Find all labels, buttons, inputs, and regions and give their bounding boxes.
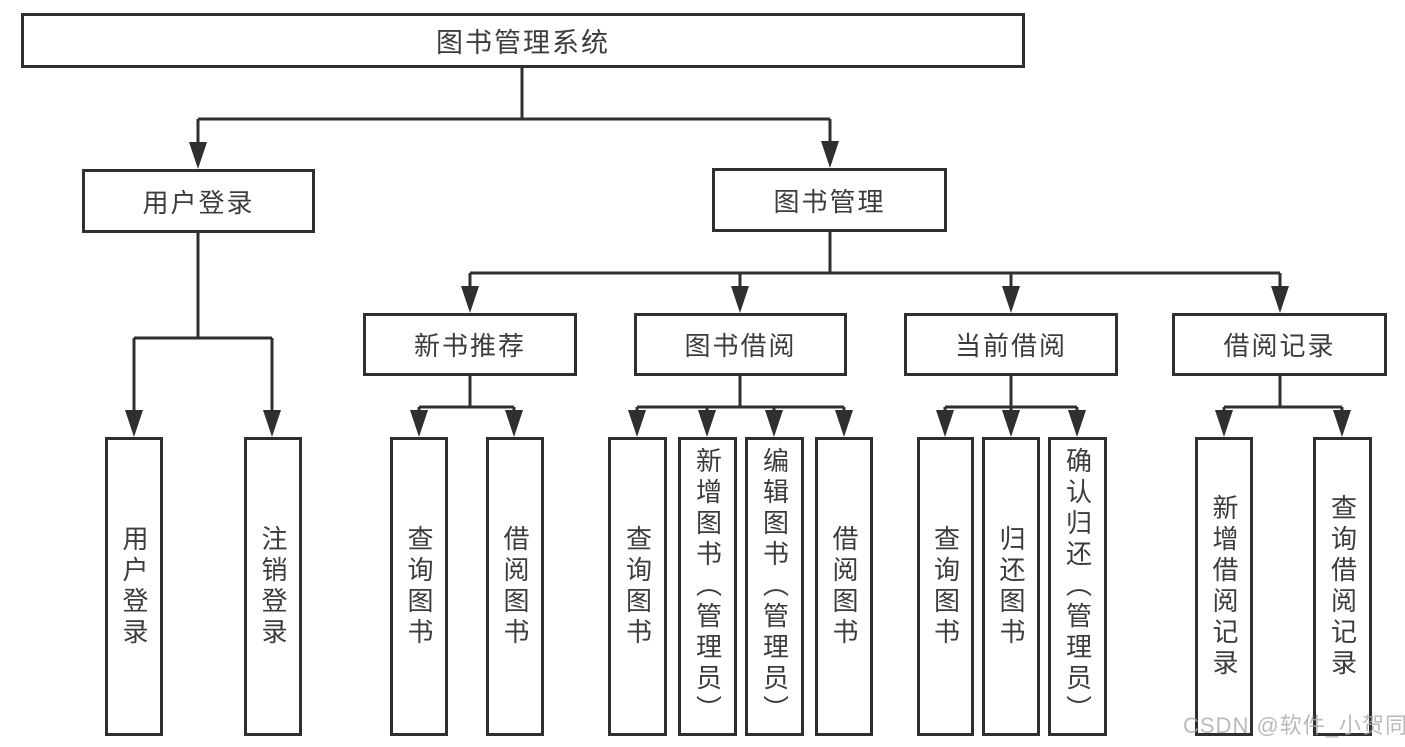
watermark: CSDN @软件_小贺同学 [1183, 713, 1405, 738]
leaf-query-books-borrowing: 查询图书 [608, 437, 667, 736]
leaf-label: 归还图书 [996, 524, 1026, 649]
leaf-label: 查询图书 [404, 524, 434, 649]
leaf-confirm-return-admin: 确认归还（管理员） [1048, 437, 1107, 736]
leaf-label: 查询借阅记录 [1327, 493, 1358, 680]
leaf-label: 编辑图书（管理员） [759, 447, 790, 726]
leaf-query-borrow-record: 查询借阅记录 [1313, 437, 1372, 736]
node-borrowing-records: 借阅记录 [1172, 313, 1387, 376]
node-book-management: 图书管理 [712, 168, 947, 232]
leaf-label: 用户登录 [119, 524, 149, 649]
node-new-book-recommendation: 新书推荐 [363, 313, 577, 376]
leaf-user-login: 用户登录 [105, 437, 163, 736]
leaf-label: 借阅图书 [829, 524, 859, 649]
leaf-label: 借阅图书 [500, 524, 530, 649]
leaf-add-borrow-record: 新增借阅记录 [1195, 437, 1253, 736]
leaf-borrow-books-borrowing: 借阅图书 [815, 437, 873, 736]
node-user-login: 用户登录 [82, 169, 315, 233]
node-label: 图书管理 [773, 186, 886, 217]
leaf-query-books-recommend: 查询图书 [390, 437, 448, 736]
leaf-label: 新增借阅记录 [1209, 493, 1239, 680]
node-label: 用户登录 [142, 187, 255, 218]
leaf-query-books-current: 查询图书 [917, 437, 974, 736]
leaf-label: 查询图书 [622, 524, 653, 649]
node-book-borrowing: 图书借阅 [634, 313, 847, 376]
leaf-logout: 注销登录 [244, 437, 302, 736]
node-label: 借阅记录 [1223, 331, 1336, 361]
leaf-label: 确认归还（管理员） [1062, 447, 1093, 726]
leaf-label: 查询图书 [930, 524, 961, 649]
leaf-label: 新增图书（管理员） [692, 447, 723, 726]
leaf-add-book-admin: 新增图书（管理员） [678, 437, 737, 736]
leaf-return-books: 归还图书 [982, 437, 1040, 736]
leaf-label: 注销登录 [258, 524, 288, 649]
node-current-borrowing: 当前借阅 [904, 313, 1118, 376]
node-label: 图书借阅 [684, 331, 797, 361]
leaf-edit-book-admin: 编辑图书（管理员） [745, 437, 804, 736]
leaf-borrow-books-recommend: 借阅图书 [486, 437, 544, 736]
node-library-management-system: 图书管理系统 [21, 13, 1025, 68]
node-label: 当前借阅 [954, 331, 1067, 361]
node-label: 图书管理系统 [436, 28, 610, 58]
node-label: 新书推荐 [413, 331, 526, 361]
